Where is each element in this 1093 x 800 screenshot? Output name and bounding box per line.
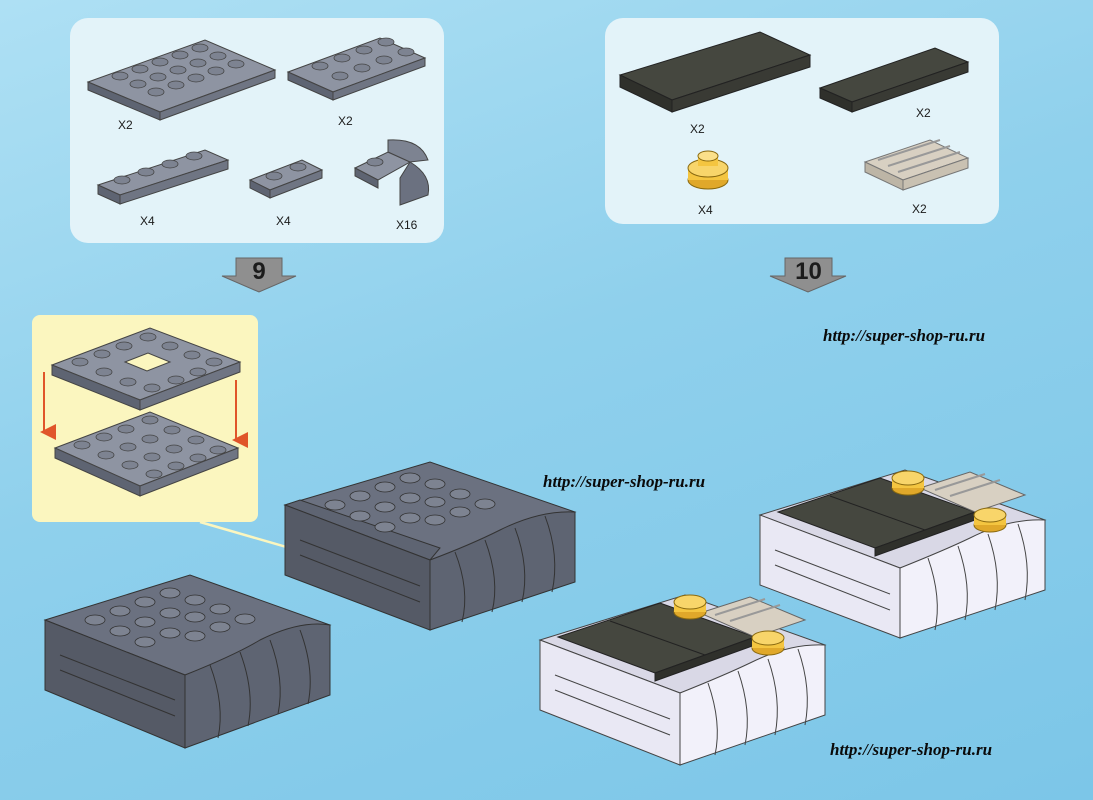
white-base-assembly-bottom bbox=[538, 594, 827, 766]
step9-qty-plate-1x2: X4 bbox=[276, 214, 291, 228]
step9-qty-plate-4x6: X2 bbox=[118, 118, 133, 132]
bottom-plate-icon bbox=[53, 411, 240, 497]
step10-arrow-icon bbox=[769, 257, 847, 293]
plate-1x2-icon bbox=[248, 159, 324, 199]
step10-qty-tile-2x6: X2 bbox=[916, 106, 931, 120]
top-plate-with-hole-icon bbox=[50, 327, 242, 411]
tile-4x8-dark-icon bbox=[618, 31, 812, 113]
plate-4x6-icon bbox=[86, 39, 277, 121]
watermark-url-2: http://super-shop-ru.ru bbox=[543, 472, 706, 491]
gray-base-assembly-top bbox=[283, 461, 577, 631]
tile-2x6-dark-icon bbox=[818, 47, 970, 113]
gray-base-assembly-bottom bbox=[43, 574, 332, 749]
step9-number: 9 bbox=[252, 258, 266, 285]
round-plate-yellow-icon bbox=[687, 150, 729, 190]
step9-arrow-icon bbox=[221, 257, 297, 293]
step10-number: 10 bbox=[795, 258, 822, 285]
grille-tile-tan-icon bbox=[863, 139, 970, 191]
step10-qty-tile-4x8: X2 bbox=[690, 122, 705, 136]
plate-2x4-icon bbox=[286, 37, 427, 101]
curved-slope-icon bbox=[353, 139, 430, 206]
step9-qty-curved-slope: X16 bbox=[396, 218, 418, 232]
step9-qty-plate-1x4: X4 bbox=[140, 214, 155, 228]
white-base-assembly-top bbox=[758, 469, 1047, 639]
plate-1x4-icon bbox=[96, 149, 230, 205]
watermark-url-3: http://super-shop-ru.ru bbox=[830, 740, 993, 759]
step10-qty-grille-tile: X2 bbox=[912, 202, 927, 216]
step10-qty-round-plate: X4 bbox=[698, 203, 713, 217]
step9-qty-plate-2x4: X2 bbox=[338, 114, 353, 128]
watermark-url-1: http://super-shop-ru.ru bbox=[823, 326, 986, 345]
